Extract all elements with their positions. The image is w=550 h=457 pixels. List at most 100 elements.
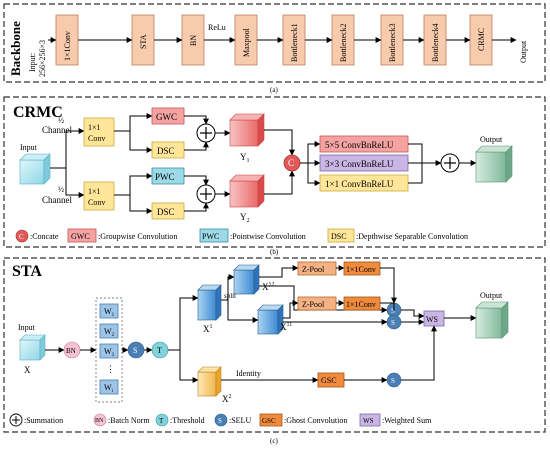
crmc-concat-symbol: C — [288, 158, 294, 168]
backbone-input-label: Input: — [28, 53, 37, 72]
legend-ws-text: :Weighted Sum — [382, 416, 432, 425]
sta-x11-cube — [257, 304, 284, 335]
sta-zpool-top-label: Z-Pool — [302, 265, 325, 274]
sta-input-cube — [19, 334, 46, 361]
sta-s-label-4: S — [391, 377, 395, 385]
legend-gwc-symbol: GWC — [71, 232, 90, 241]
crmc-conv-bottom-l2: Conv — [88, 198, 105, 207]
crmc-conv5-label: 5×5 ConvBnReLU — [325, 140, 394, 150]
legend-t-symbol: T — [159, 417, 164, 425]
crmc-y2-label: Y2 — [240, 212, 250, 224]
backbone-block-bn-label: BN — [189, 35, 198, 46]
sta-panel: STA Input X BN W1 W2 W3 ⋮ Wi S — [3, 257, 546, 445]
sta-frame — [3, 257, 546, 433]
sta-legend: :Summation BN :Batch Norm T :Threshold S… — [9, 413, 432, 427]
legend-t-text: :Threshold — [170, 416, 205, 425]
sta-x-label: X — [24, 365, 31, 375]
crmc-conv-top-l1: 1×1 — [88, 123, 101, 132]
svg-text:W3: W3 — [104, 347, 115, 358]
crmc-sum-top — [196, 123, 216, 143]
backbone-block-conv-label: 1×1Conv — [63, 31, 72, 61]
crmc-input-label: Input — [20, 143, 38, 152]
crmc-channel-top: Channel — [42, 125, 72, 135]
legend-dsc-text: :Depthwise Separable Convolution — [356, 232, 468, 241]
legend-c-symbol: C — [19, 233, 24, 241]
sta-caption: (c) — [270, 437, 278, 445]
sta-x2-cube — [197, 366, 222, 397]
sta-zpool-bottom-label: Z-Pool — [302, 300, 325, 309]
legend-pwc-symbol: PWC — [202, 232, 219, 241]
legend-sum-text: :Summation — [24, 416, 63, 425]
crmc-legend: C :Concate GWC :Groupwise Convolution PW… — [15, 228, 468, 243]
backbone-block-crmc-label: CRMC — [477, 28, 486, 51]
backbone-block-bottleneck1-label: Bottleneck1 — [290, 23, 299, 62]
crmc-panel: CRMC Input ½ Channel ½ Channel 1×1 Conv … — [3, 96, 546, 256]
backbone-caption: (a) — [270, 86, 278, 94]
sta-weight-i — [99, 379, 119, 395]
sta-output-label: Output — [480, 291, 503, 300]
sta-conv-top-label: 1×1Conv — [346, 265, 376, 274]
sta-output-cube — [475, 301, 509, 339]
crmc-y2-cube — [229, 174, 265, 208]
crmc-conv-bottom — [83, 181, 115, 211]
crmc-dsc-bottom-label: DSC — [157, 207, 175, 217]
backbone-relu-label: ReLu — [208, 23, 226, 32]
crmc-y1-cube — [229, 113, 265, 147]
crmc-title: CRMC — [13, 104, 63, 121]
backbone-block-maxpool-label: Maxpool — [242, 27, 251, 57]
sta-weight-2 — [99, 323, 119, 339]
legend-gsc-text: :Ghost Convolution — [284, 416, 347, 425]
crmc-input-cube — [19, 153, 51, 185]
backbone-title: Backbone — [8, 21, 23, 76]
sta-bn-label: BN — [66, 347, 76, 355]
backbone-output-label: Output — [519, 40, 528, 63]
svg-text:W1: W1 — [104, 307, 115, 318]
crmc-dsc-top-label: DSC — [157, 146, 175, 156]
backbone-block-bottleneck2-label: Bottleneck2 — [339, 23, 348, 62]
svg-text:W2: W2 — [104, 327, 115, 338]
crmc-conv3-label: 3×3 ConvBnReLU — [325, 159, 394, 169]
backbone-block-bottleneck4-label: Bottleneck4 — [431, 23, 440, 62]
crmc-sum-final — [440, 153, 460, 173]
sta-s-label-3: S — [391, 319, 395, 327]
crmc-output-label: Output — [480, 135, 503, 144]
sta-ws-label: WS — [426, 315, 438, 324]
crmc-sum-bottom — [196, 184, 216, 204]
crmc-gwc-label: GWC — [156, 112, 177, 122]
backbone-frame — [3, 3, 546, 83]
sta-weight-1 — [99, 303, 119, 319]
sta-split-label: split — [224, 292, 236, 300]
legend-dsc-symbol: DSC — [331, 232, 347, 241]
backbone-block-bottleneck3-label: Bottleneck3 — [388, 23, 397, 62]
legend-gwc-text: :Groupwise Convolution — [98, 232, 177, 241]
crmc-frame — [3, 96, 546, 248]
crmc-caption: (b) — [270, 248, 279, 256]
sta-x1-cube — [197, 284, 222, 321]
sta-s-label-2: S — [391, 307, 395, 315]
crmc-y1-label: Y1 — [240, 152, 250, 164]
crmc-conv-top — [83, 117, 115, 147]
legend-s-symbol: S — [218, 417, 222, 425]
sta-weights: W1 W2 W3 ⋮ Wi — [99, 303, 119, 395]
sta-x1-label: X1 — [203, 324, 213, 334]
legend-bn-symbol: BN — [95, 418, 104, 424]
legend-s-text: :SELU — [229, 416, 251, 425]
sta-input-label: Input — [18, 323, 36, 332]
crmc-half-bottom: ½ — [58, 185, 64, 194]
legend-ws-symbol: WS — [363, 417, 374, 425]
sta-x11-label: X11 — [280, 322, 292, 332]
sta-x12-label: X12 — [262, 282, 275, 292]
crmc-output-cube — [475, 145, 513, 183]
sta-s-label-1: S — [133, 346, 137, 355]
backbone-blocks: 1×1Conv STA BN Maxpool Bottleneck1 Bottl… — [55, 14, 493, 66]
sta-conv-bottom-label: 1×1Conv — [346, 300, 376, 309]
crmc-conv-bottom-l1: 1×1 — [88, 187, 101, 196]
sta-weight-3 — [99, 343, 119, 359]
backbone-panel: Backbone Input: 256×256×3 1×1Conv STA BN… — [3, 3, 546, 94]
legend-gsc-symbol: GSC — [262, 417, 276, 425]
crmc-half-top: ½ — [58, 116, 64, 125]
crmc-channel-bottom: Channel — [42, 195, 72, 205]
sta-weight-dots: ⋮ — [106, 364, 115, 374]
legend-pwc-text: :Pointwise Convolution — [230, 232, 306, 241]
